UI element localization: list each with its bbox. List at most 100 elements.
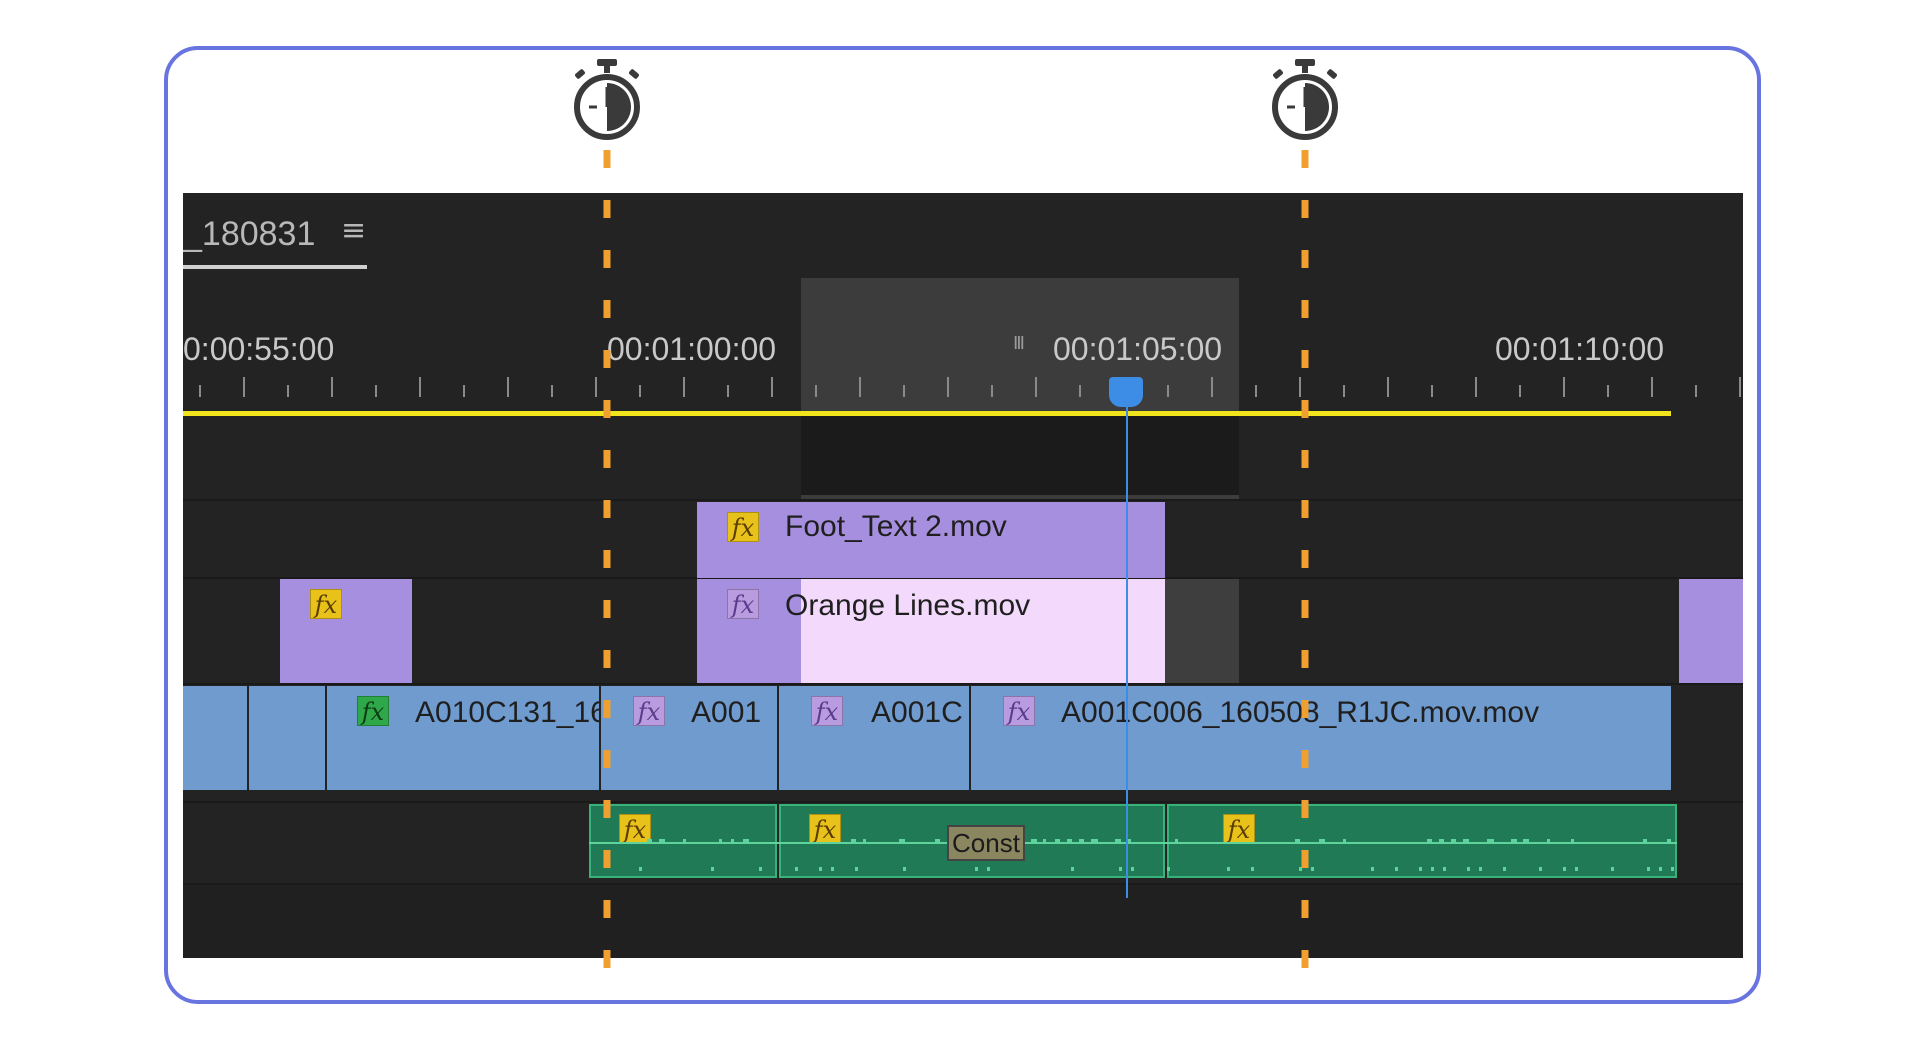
clip-a001[interactable]: fx A001: [601, 686, 777, 790]
waveform-blip: [1419, 867, 1422, 871]
waveform-blip: [1575, 867, 1578, 871]
waveform-blip: [1115, 839, 1121, 843]
clip-name: A001C: [871, 696, 963, 729]
waveform-blip: [1611, 867, 1614, 871]
timeline-panel: _180831 ≡ III 0:00:55:00 00:01:00:00 00:…: [183, 193, 1743, 958]
waveform-blip: [659, 839, 665, 843]
waveform-blip: [743, 839, 749, 843]
sequence-tab-title[interactable]: _180831: [183, 215, 316, 253]
waveform-blip: [1299, 867, 1302, 871]
waveform-blip: [1127, 839, 1131, 843]
waveform-blip: [935, 839, 940, 843]
waveform-blip: [1571, 839, 1574, 843]
hamburger-menu-icon[interactable]: ≡: [341, 213, 367, 248]
waveform-blip: [851, 839, 856, 843]
waveform-blip: [1647, 867, 1650, 871]
waveform-blip: [1539, 867, 1542, 871]
fx-badge-icon[interactable]: fx: [1003, 696, 1035, 726]
waveform-blip: [1463, 839, 1469, 843]
ruler-timecode: 00:01:05:00: [1053, 331, 1223, 367]
waveform-blip: [1031, 839, 1037, 843]
clip-a010c131[interactable]: fx A010C131_16: [327, 686, 599, 790]
waveform-blip: [1439, 839, 1444, 843]
waveform-blip: [1451, 839, 1456, 843]
waveform-blip: [1511, 839, 1517, 843]
waveform-blip: [1443, 867, 1446, 871]
clip-a001c[interactable]: fx A001C: [779, 686, 969, 790]
clip-foot-text[interactable]: fx Foot_Text 2.mov: [697, 502, 1165, 578]
fx-badge-icon[interactable]: fx: [310, 589, 342, 619]
clip-v1-a[interactable]: [183, 686, 247, 790]
waveform-blip: [831, 867, 834, 871]
fx-badge-icon[interactable]: fx: [809, 814, 841, 844]
waveform-blip: [683, 839, 686, 843]
audio-clip-3[interactable]: fx: [1167, 804, 1677, 878]
waveform-blip: [1067, 839, 1072, 843]
waveform-blip: [1671, 867, 1674, 871]
waveform-blip: [1427, 839, 1432, 843]
fx-badge-icon[interactable]: fx: [633, 696, 665, 726]
waveform-blip: [1311, 867, 1314, 871]
waveform-blip: [795, 867, 798, 871]
clip-a001c006[interactable]: fx A001C006_160508_R1JC.mov.mov: [971, 686, 1671, 790]
clip-name: A001: [691, 696, 762, 729]
waveform-blip: [1175, 839, 1178, 843]
waveform-blip: [1643, 839, 1647, 843]
ruler-timecode: 00:01:00:00: [607, 331, 777, 367]
fx-badge-icon[interactable]: fx: [811, 696, 843, 726]
transition-constant-power[interactable]: Const: [947, 825, 1025, 861]
waveform-blip: [1467, 867, 1470, 871]
waveform-blip: [903, 867, 906, 871]
clip-v2-left[interactable]: fx: [280, 579, 412, 683]
waveform-blip: [1091, 839, 1098, 843]
clip-v1-b[interactable]: [249, 686, 325, 790]
waveform-blip: [759, 867, 762, 871]
work-area-handle-icon[interactable]: III: [1013, 333, 1025, 354]
track-a2: [183, 883, 1743, 958]
audio-waveform: [589, 839, 1677, 871]
waveform-blip: [1547, 839, 1550, 843]
fx-badge-icon[interactable]: fx: [357, 696, 389, 726]
waveform-blip: [1167, 867, 1170, 871]
waveform-blip: [1503, 867, 1506, 871]
waveform-blip: [1659, 867, 1662, 871]
waveform-blip: [1071, 867, 1074, 871]
marker-line-right: [1301, 150, 1309, 996]
work-area-shadow: [801, 415, 1239, 495]
playhead-handle[interactable]: [1109, 377, 1143, 407]
waveform-blip: [863, 839, 866, 843]
clip-name: Foot_Text 2.mov: [785, 510, 1007, 543]
ruler-timecode: 0:00:55:00: [183, 331, 335, 367]
waveform-blip: [1371, 867, 1374, 871]
work-area-bar[interactable]: [183, 411, 1671, 416]
stopwatch-icon: [1272, 59, 1338, 140]
clip-v2-right[interactable]: [1679, 579, 1743, 683]
waveform-blip: [1079, 839, 1084, 843]
waveform-blip: [1479, 867, 1482, 871]
fx-badge-icon[interactable]: fx: [727, 589, 759, 619]
waveform-blip: [819, 867, 822, 871]
waveform-blip: [855, 867, 858, 871]
waveform-blip: [1343, 839, 1346, 843]
waveform-blip: [975, 867, 978, 871]
waveform-blip: [1119, 867, 1122, 871]
waveform-blip: [639, 867, 642, 871]
clip-name: Orange Lines.mov: [785, 589, 1031, 622]
clip-v2-gap: [1165, 579, 1239, 683]
waveform-blip: [1319, 839, 1325, 843]
waveform-blip: [711, 867, 714, 871]
waveform-blip: [1227, 867, 1230, 871]
marker-line-left: [603, 150, 611, 996]
active-tab-underline: [183, 265, 367, 269]
fx-badge-icon[interactable]: fx: [727, 512, 759, 542]
waveform-blip: [1487, 839, 1494, 843]
waveform-blip: [1395, 867, 1398, 871]
waveform-blip: [1523, 839, 1529, 843]
waveform-blip: [731, 839, 734, 843]
waveform-blip: [647, 839, 652, 843]
clip-orange-lines[interactable]: fx Orange Lines.mov: [697, 579, 1165, 683]
fx-badge-icon[interactable]: fx: [619, 814, 651, 844]
clip-name: A001C006_160508_R1JC.mov.mov: [1061, 696, 1540, 729]
playhead-line[interactable]: [1126, 403, 1128, 898]
time-ruler-ticks[interactable]: [183, 371, 1743, 401]
